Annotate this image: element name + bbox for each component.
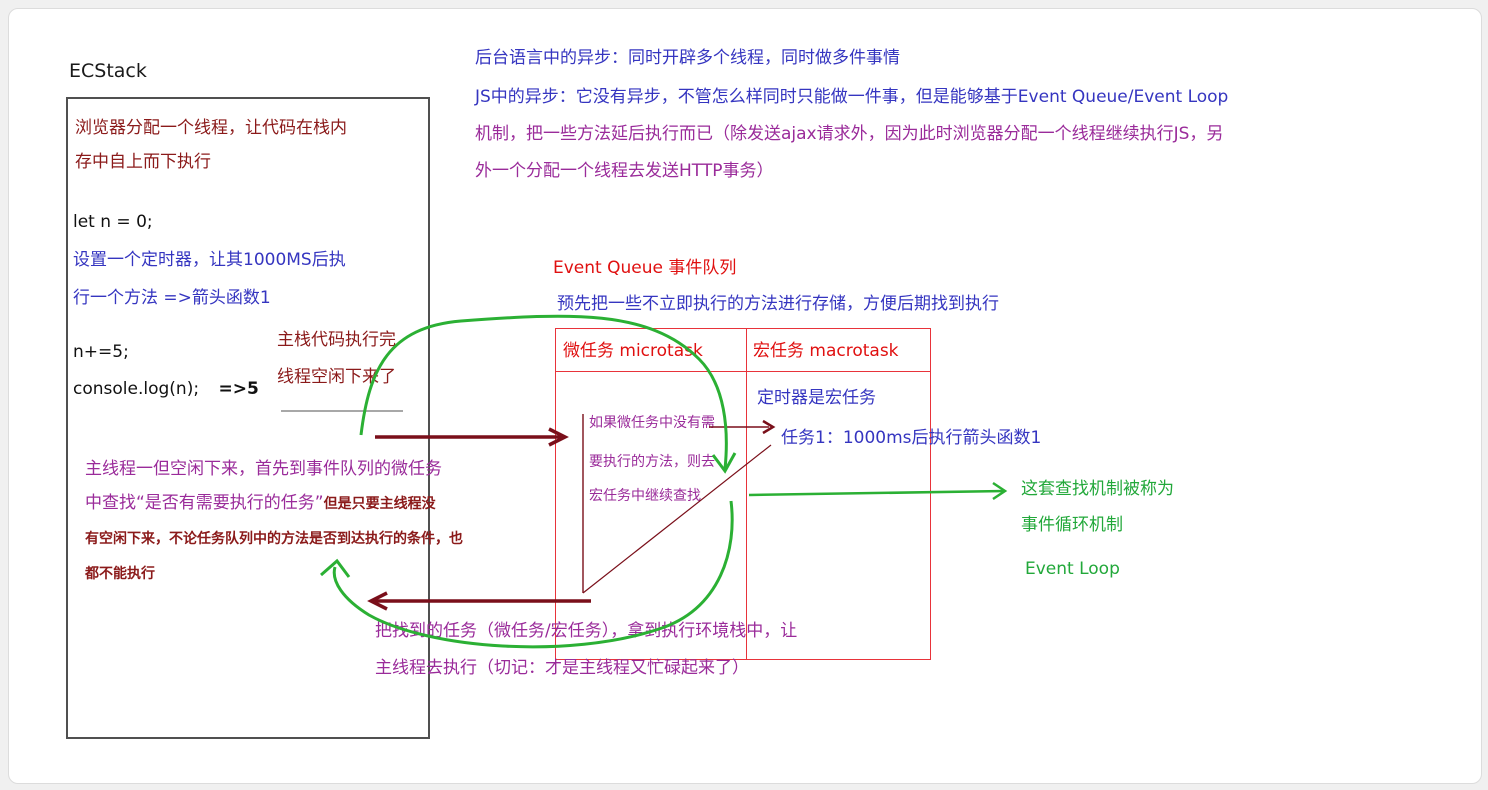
green-loop-top-arrow xyxy=(359,314,737,474)
task1-label: 任务1：1000ms后执行箭头函数1 xyxy=(781,428,1042,448)
header-line2: JS中的异步：它没有异步，不管怎么样同时只能做一件事，但是能够基于Event Q… xyxy=(475,87,1229,107)
event-loop-line3: Event Loop xyxy=(1025,559,1120,579)
arrow-to-task1 xyxy=(762,419,776,435)
event-loop-line2: 事件循环机制 xyxy=(1021,515,1123,535)
arrow-to-event-loop xyxy=(748,481,1008,501)
main-done-line2: 线程空闲下来了 xyxy=(277,367,396,387)
main-thread-note-line2b: 但是只要主线程没 xyxy=(323,496,436,512)
event-queue-title: Event Queue 事件队列 xyxy=(553,258,737,278)
event-queue-desc: 预先把一些不立即执行的方法进行存储，方便后期找到执行 xyxy=(557,294,999,314)
main-thread-note-line3: 有空闲下来，不论任务队列中的方法是否到达执行的条件，也 xyxy=(85,531,463,547)
ecstack-note-line1: 浏览器分配一个线程，让代码在栈内 xyxy=(75,118,347,138)
micro-note-line2: 要执行的方法，则去 xyxy=(589,454,715,470)
bottom-note-line2: 主线程去执行（切记：才是主线程又忙碌起来了） xyxy=(375,658,749,678)
header-line4: 外一个分配一个线程去发送HTTP事务） xyxy=(475,161,774,181)
arrow-to-microtask xyxy=(375,427,569,447)
code-console-log: console.log(n); =>5 xyxy=(73,378,259,400)
arrows-layer xyxy=(320,314,1008,649)
diagram-canvas: ECStack 浏览器分配一个线程，让代码在栈内 存中自上而下执行 let n … xyxy=(8,8,1482,784)
main-thread-note-line2a: 中查找“是否有需要执行的任务” xyxy=(85,493,324,513)
micro-note-line1: 如果微任务中没有需 xyxy=(589,415,715,431)
header-line1: 后台语言中的异步：同时开辟多个线程，同时做多件事情 xyxy=(475,48,900,68)
code-n-plus: n+=5; xyxy=(73,342,129,362)
main-thread-note-line2: 中查找“是否有需要执行的任务”但是只要主线程没 xyxy=(85,492,436,514)
stack-divider xyxy=(281,410,403,412)
code-console-log-result: =>5 xyxy=(218,379,259,399)
macro-note: 定时器是宏任务 xyxy=(757,388,876,408)
arrow-back-to-stack xyxy=(367,591,591,611)
main-done-line1: 主栈代码执行完 xyxy=(277,330,396,350)
main-thread-note-line4: 都不能执行 xyxy=(85,566,155,582)
code-console-log-text: console.log(n); xyxy=(73,379,200,399)
timer-note-line2: 行一个方法 =>箭头函数1 xyxy=(73,288,271,308)
code-let-n: let n = 0; xyxy=(73,212,153,232)
diagonal-search-line xyxy=(582,444,772,594)
header-line3: 机制，把一些方法延后执行而已（除发送ajax请求外，因为此时浏览器分配一个线程继… xyxy=(475,124,1224,144)
green-loop-bottom-arrow xyxy=(320,500,734,649)
timer-note-line1: 设置一个定时器，让其1000MS后执 xyxy=(73,250,346,270)
event-loop-line1: 这套查找机制被称为 xyxy=(1021,479,1174,499)
queue-header-row xyxy=(555,328,931,372)
ecstack-box xyxy=(66,97,430,739)
ecstack-title: ECStack xyxy=(69,60,147,82)
macrotask-label: 宏任务 macrotask xyxy=(753,341,899,361)
bottom-note-line1: 把找到的任务（微任务/宏任务），拿到执行环境栈中，让 xyxy=(375,621,798,641)
main-thread-note-line1: 主线程一但空闲下来，首先到事件队列的微任务 xyxy=(85,459,442,479)
ecstack-note-line2: 存中自上而下执行 xyxy=(75,152,211,172)
micro-note-line3: 宏任务中继续查找 xyxy=(589,488,701,504)
microtask-label: 微任务 microtask xyxy=(563,341,703,361)
